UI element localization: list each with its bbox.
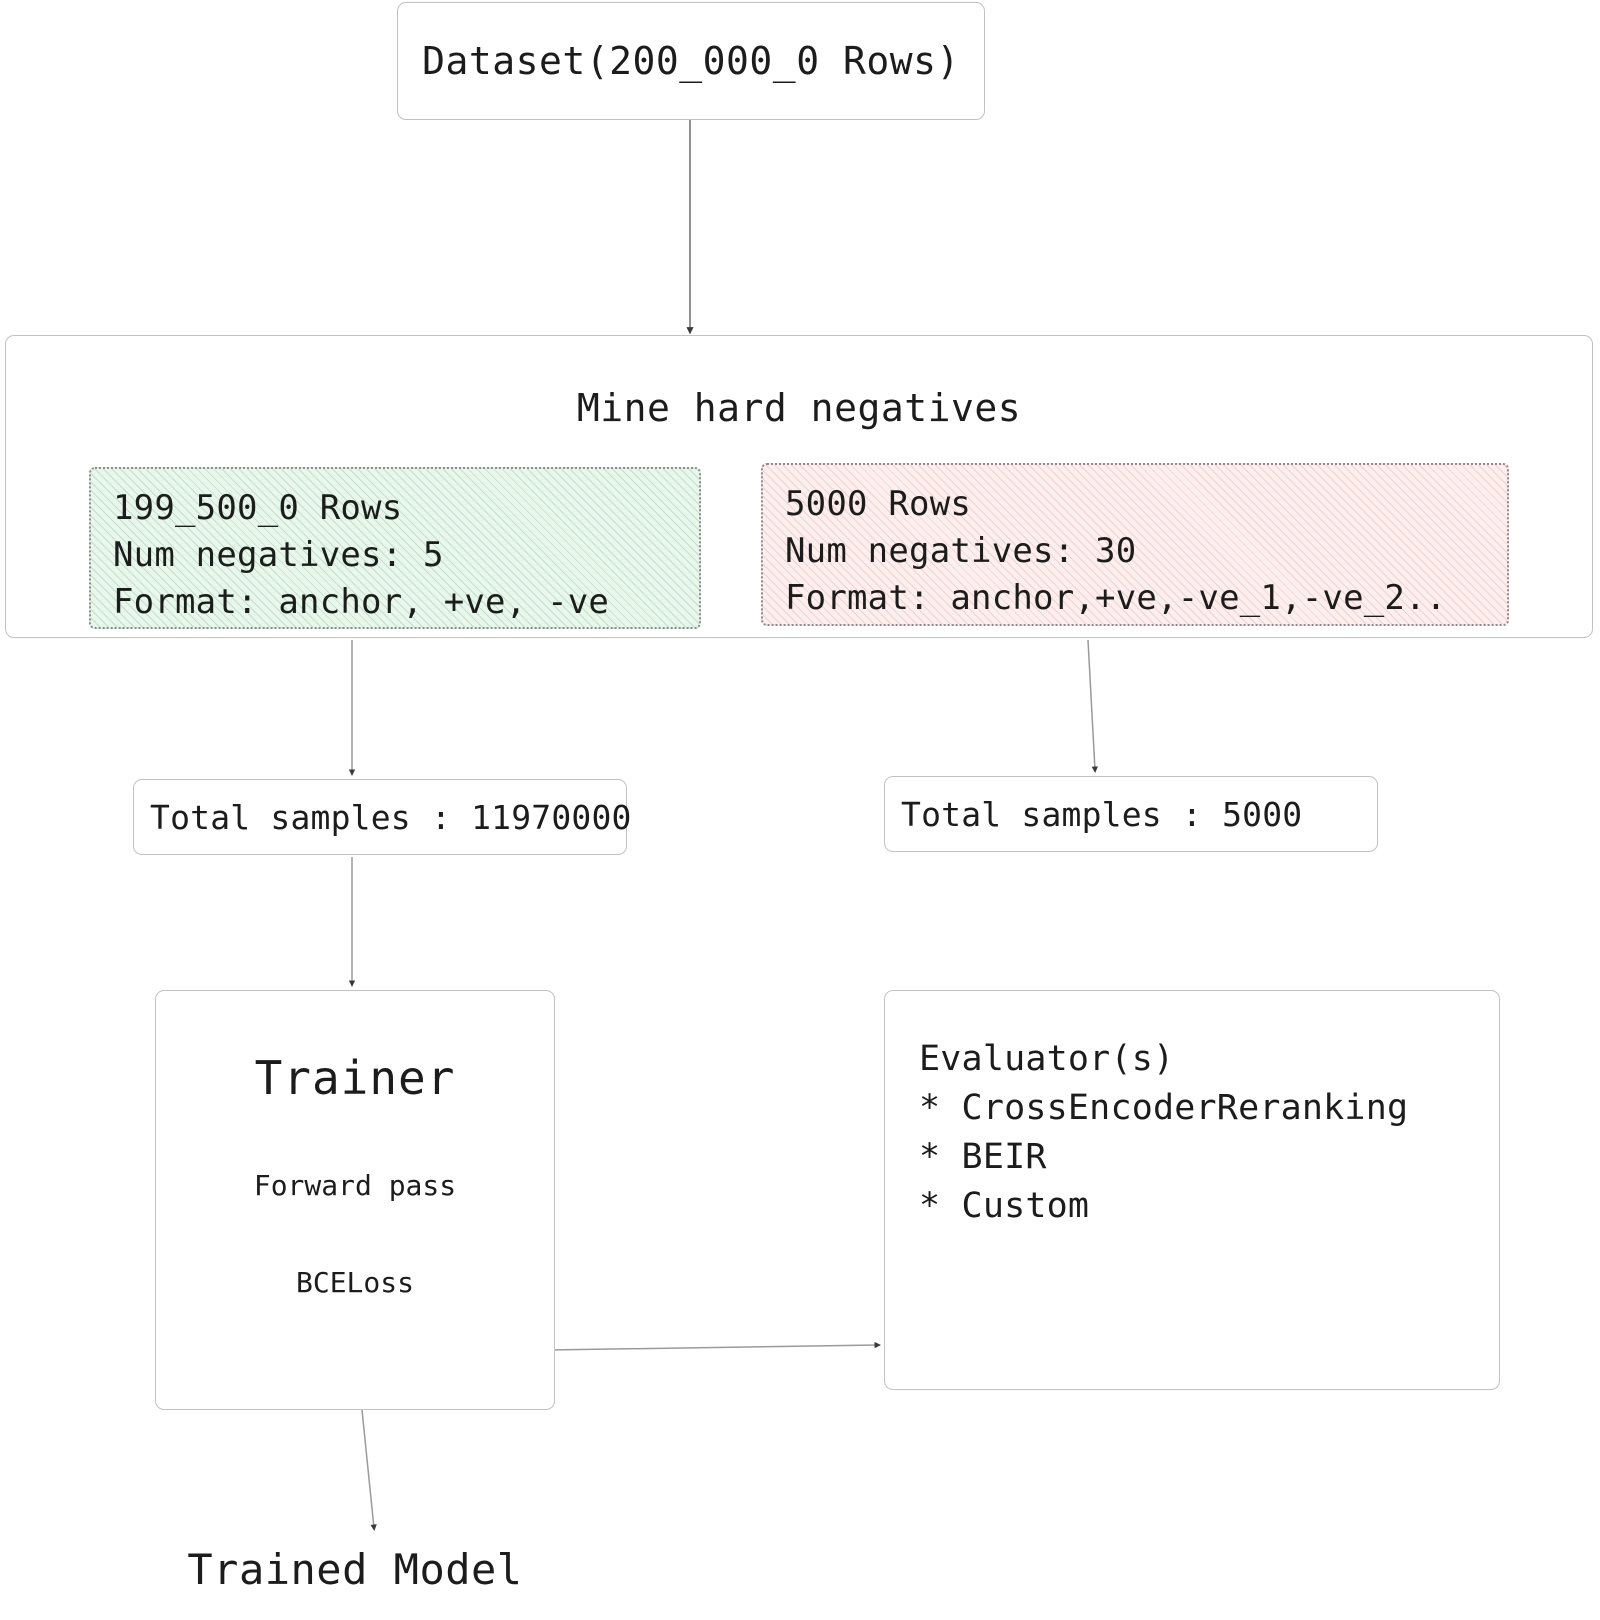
eval-split-panel[interactable]: 5000 Rows Num negatives: 30 Format: anch…	[761, 463, 1509, 626]
trainer-title: Trainer	[254, 1051, 456, 1105]
training-split-rows: 199_500_0 Rows	[113, 488, 403, 528]
evaluator-item-cross-encoder-reranking: * CrossEncoderReranking	[919, 1088, 1409, 1128]
dataset-node[interactable]: Dataset(200_000_0 Rows)	[397, 2, 985, 120]
training-split-panel[interactable]: 199_500_0 Rows Num negatives: 5 Format: …	[89, 467, 701, 629]
eval-split-format: Format: anchor,+ve,-ve_1,-ve_2..	[785, 578, 1447, 618]
total-samples-train-node[interactable]: Total samples : 11970000	[133, 779, 631, 855]
evaluator-node[interactable]: Evaluator(s) * CrossEncoderReranking * B…	[884, 990, 1500, 1390]
evaluator-title: Evaluator(s)	[919, 1039, 1175, 1079]
total-samples-eval-node[interactable]: Total samples : 5000	[884, 776, 1378, 852]
trainer-node[interactable]: Trainer Forward pass BCELoss	[155, 990, 555, 1410]
mine-hard-negatives-title: Mine hard negatives	[576, 386, 1022, 430]
total-samples-eval-label: Total samples : 5000	[901, 794, 1303, 834]
eval-split-num-negatives: Num negatives: 30	[785, 531, 1137, 571]
evaluator-item-custom: * Custom	[919, 1186, 1090, 1226]
mine-hard-negatives-node[interactable]: Mine hard negatives 199_500_0 Rows Num n…	[5, 335, 1593, 638]
training-split-format: Format: anchor, +ve, -ve	[113, 582, 610, 622]
evaluator-item-beir: * BEIR	[919, 1137, 1047, 1177]
trainer-step-forward-pass: Forward pass	[253, 1169, 457, 1202]
wire-evalsplit-to-total-right	[1087, 639, 1098, 773]
eval-split-rows: 5000 Rows	[785, 484, 972, 524]
total-samples-train-label: Total samples : 11970000	[150, 797, 632, 837]
trainer-step-bceloss: BCELoss	[295, 1266, 414, 1299]
dataset-label: Dataset(200_000_0 Rows)	[422, 39, 960, 83]
trained-model-label: Trained Model	[187, 1545, 523, 1594]
evaluator-content: Evaluator(s) * CrossEncoderReranking * B…	[919, 1035, 1600, 1231]
training-split-num-negatives: Num negatives: 5	[113, 535, 444, 575]
wire-trainer-to-trained-model	[361, 1409, 377, 1531]
